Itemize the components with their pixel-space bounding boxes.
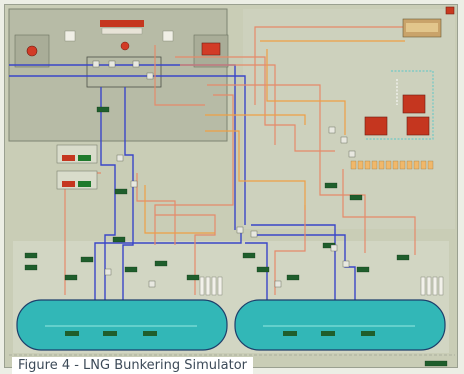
vent-hatch-icon xyxy=(64,30,76,42)
nitrogen-lines xyxy=(144,40,405,234)
stop-button[interactable] xyxy=(62,155,75,161)
storage-unit-label-bg xyxy=(406,23,438,32)
compressor-icon[interactable] xyxy=(402,94,426,114)
valve-icons[interactable] xyxy=(92,60,356,288)
vent-hatch-icon xyxy=(162,30,174,42)
coolant-loop xyxy=(365,70,434,140)
start-button[interactable] xyxy=(78,155,91,161)
green-readouts xyxy=(24,106,448,367)
vaporizer-icon[interactable] xyxy=(406,116,430,136)
right-pump-icon[interactable] xyxy=(201,42,221,56)
indicator-strip xyxy=(350,160,434,170)
process-mimic-diagram xyxy=(8,6,455,367)
close-icon[interactable] xyxy=(445,6,455,15)
liquid-lines xyxy=(9,64,356,305)
manifold-frame xyxy=(86,56,162,88)
start-button-2[interactable] xyxy=(78,181,91,187)
center-pump-icon[interactable] xyxy=(120,41,130,51)
right-tank-icon xyxy=(234,299,446,351)
stop-button-2[interactable] xyxy=(62,181,75,187)
alarm-banner-red xyxy=(100,20,144,27)
status-readout xyxy=(101,27,143,35)
heater-icon[interactable] xyxy=(364,116,388,136)
figure-caption: Figure 4 - LNG Bunkering Simulator xyxy=(12,357,254,374)
tank-gauges xyxy=(199,276,444,296)
simulator-mimic-screen xyxy=(4,4,458,368)
left-tank-icon xyxy=(16,299,228,351)
left-pump-icon[interactable] xyxy=(26,45,38,57)
